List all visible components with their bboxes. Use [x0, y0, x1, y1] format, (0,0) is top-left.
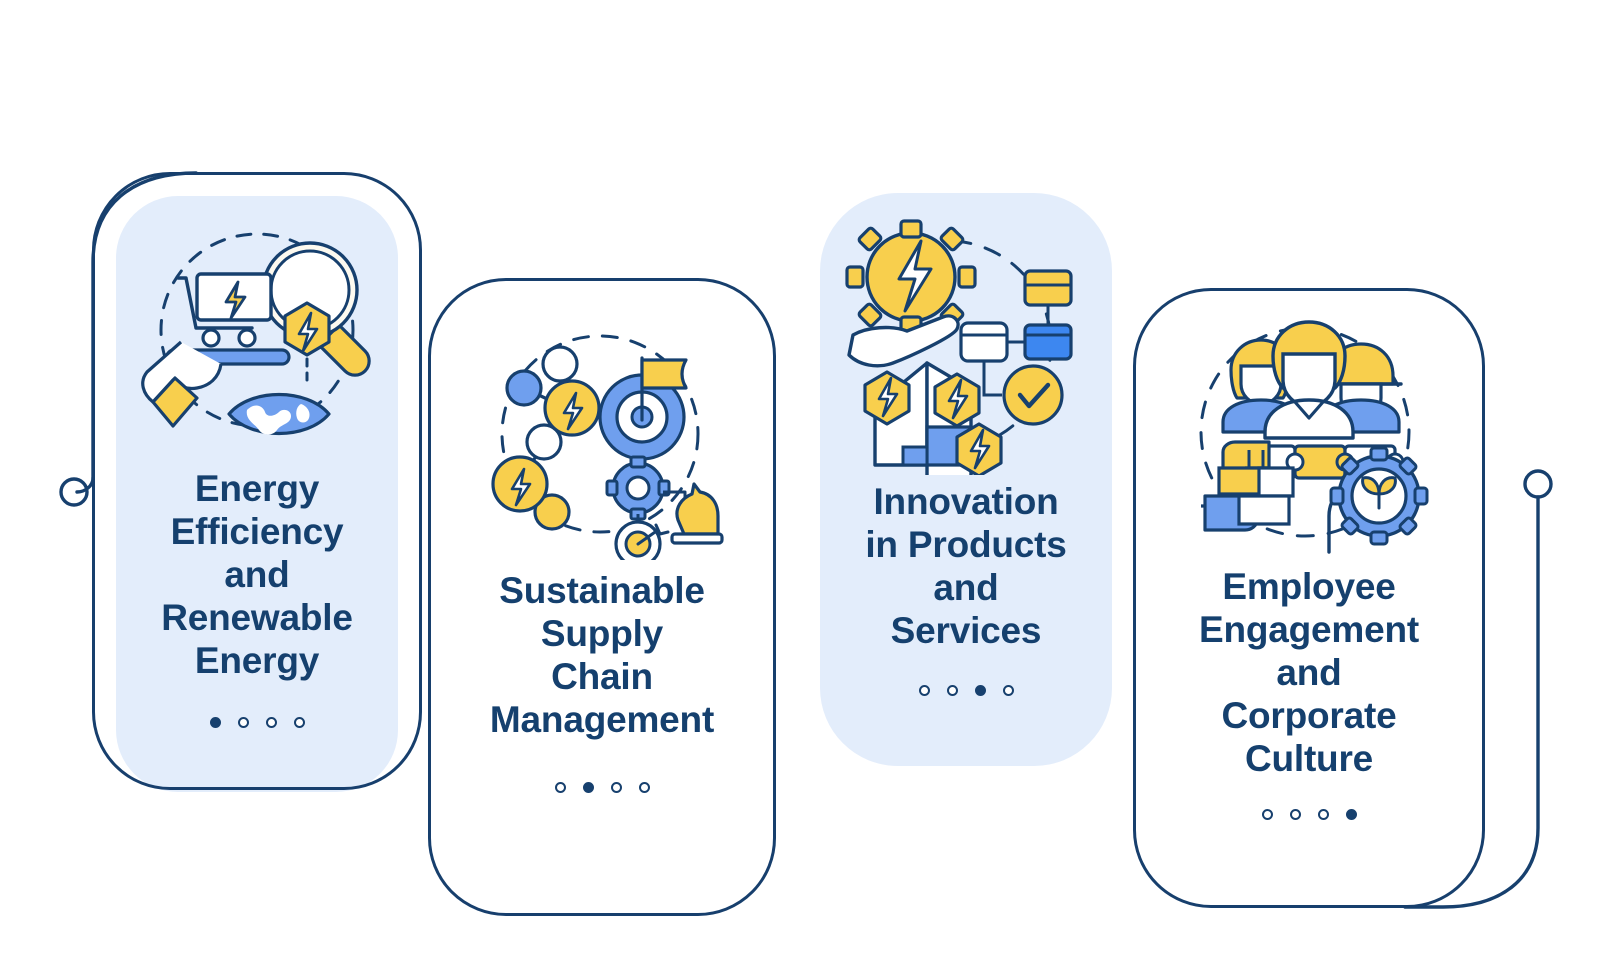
- supply-chain-illustration: [472, 312, 732, 560]
- card-title: Innovation in Products and Services: [865, 481, 1067, 651]
- progress-dot[interactable]: [1002, 684, 1014, 696]
- energy-efficiency-illustration: [125, 212, 389, 462]
- progress-dot[interactable]: [237, 716, 249, 728]
- progress-dot[interactable]: [582, 781, 594, 793]
- employee-engagement-illustration: [1183, 310, 1435, 560]
- card-outline: [92, 172, 422, 790]
- card-title: Sustainable Supply Chain Management: [489, 570, 715, 740]
- progress-dot[interactable]: [1289, 808, 1301, 820]
- progress-dot[interactable]: [265, 716, 277, 728]
- progress-dot[interactable]: [554, 781, 566, 793]
- card-title: Energy Efficiency and Renewable Energy: [161, 468, 353, 681]
- card-employee-engagement[interactable]: Employee Engagement and Corporate Cultur…: [1133, 288, 1485, 908]
- card-progress-dots[interactable]: [1261, 808, 1357, 820]
- progress-dot[interactable]: [946, 684, 958, 696]
- progress-dot[interactable]: [209, 716, 221, 728]
- card-title: Employee Engagement and Corporate Cultur…: [1198, 566, 1420, 779]
- progress-dot[interactable]: [918, 684, 930, 696]
- progress-dot[interactable]: [1317, 808, 1329, 820]
- card-sustainable-supply-chain[interactable]: Sustainable Supply Chain Management: [428, 278, 776, 916]
- progress-dot[interactable]: [638, 781, 650, 793]
- card-innovation-products-services[interactable]: Innovation in Products and Services: [820, 193, 1112, 766]
- card-progress-dots[interactable]: [554, 781, 650, 793]
- card-progress-dots[interactable]: [918, 684, 1014, 696]
- progress-dot[interactable]: [293, 716, 305, 728]
- card-outline: [1133, 288, 1485, 908]
- progress-dot[interactable]: [974, 684, 986, 696]
- progress-dot[interactable]: [1345, 808, 1357, 820]
- card-energy-efficiency[interactable]: Energy Efficiency and Renewable Energy: [92, 172, 422, 792]
- innovation-illustration: [837, 215, 1095, 475]
- card-outline: [428, 278, 776, 916]
- progress-dot[interactable]: [610, 781, 622, 793]
- right-connector-endpoint-icon: [1523, 469, 1553, 499]
- progress-dot[interactable]: [1261, 808, 1273, 820]
- card-progress-dots[interactable]: [209, 716, 305, 728]
- left-connector-endpoint-icon: [59, 477, 89, 507]
- left-connector-elbow: [75, 476, 95, 494]
